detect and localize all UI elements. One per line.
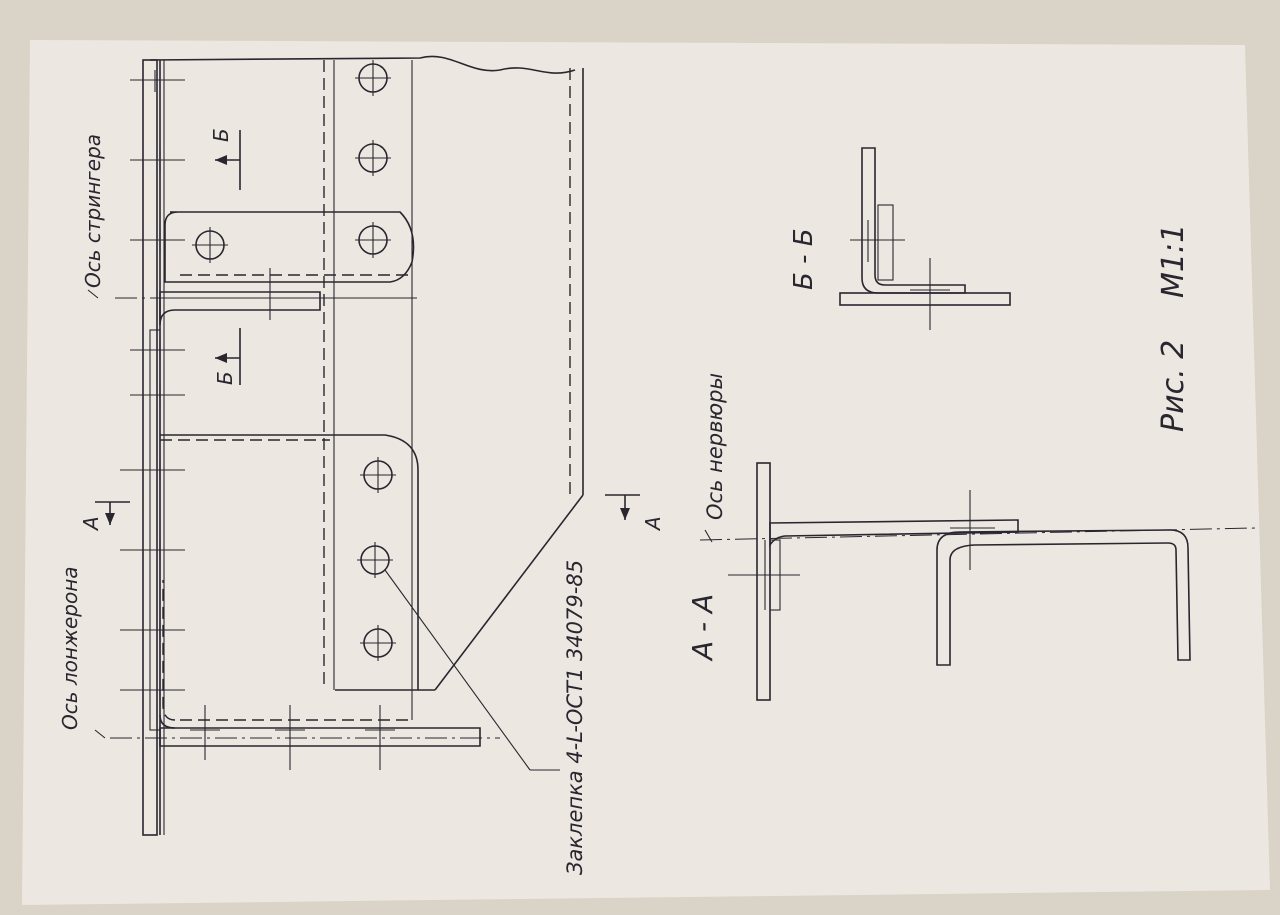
rivet [192, 227, 228, 263]
section-mark-b-top: Б [209, 128, 241, 190]
section-aa-title: А - А [686, 594, 719, 662]
break-line [149, 55, 576, 74]
stringer-axis-label: Ось стрингера [81, 134, 105, 288]
rivet [360, 457, 396, 493]
rivet-marks [120, 70, 395, 770]
section-mark-a-left: А [79, 501, 130, 532]
figure-caption-block: Рис. 2 М1:1 [1156, 224, 1191, 432]
upper-doubler-plate [164, 211, 415, 283]
section-bb-title: Б - Б [789, 228, 819, 290]
rivet [360, 625, 396, 661]
figure-caption: Рис. 2 [1156, 340, 1191, 432]
gusset-plate [160, 434, 419, 691]
rivets [192, 60, 396, 661]
section-mark-label: Б [213, 371, 237, 385]
scale-label: М1:1 [1156, 224, 1191, 298]
stringer-flange [159, 291, 321, 326]
rivet [355, 60, 391, 96]
section-mark-label: Б [209, 128, 233, 142]
spar-axis-label: Ось лонжерона [58, 566, 82, 730]
section-mark-label: А [641, 516, 665, 532]
plan-view: Б Б А А [79, 55, 665, 836]
rivet-callout-label: Заклепка 4-L-ОСТ1 34079-85 [563, 560, 587, 875]
rib-axis-label: Ось нервюры [703, 373, 727, 520]
rivet [357, 542, 393, 578]
section-mark-a-right: А [605, 494, 665, 532]
section-mark-label: А [79, 516, 103, 532]
section-aa-view: А - А [686, 462, 1256, 701]
rib-flange [159, 727, 481, 747]
rivet [355, 222, 391, 258]
section-bb-view: Б - Б [789, 147, 1011, 330]
rivet-leader-line [384, 569, 531, 771]
paper-sheet [22, 40, 1270, 905]
rivet [355, 140, 391, 176]
section-mark-b-bottom: Б [213, 328, 241, 385]
